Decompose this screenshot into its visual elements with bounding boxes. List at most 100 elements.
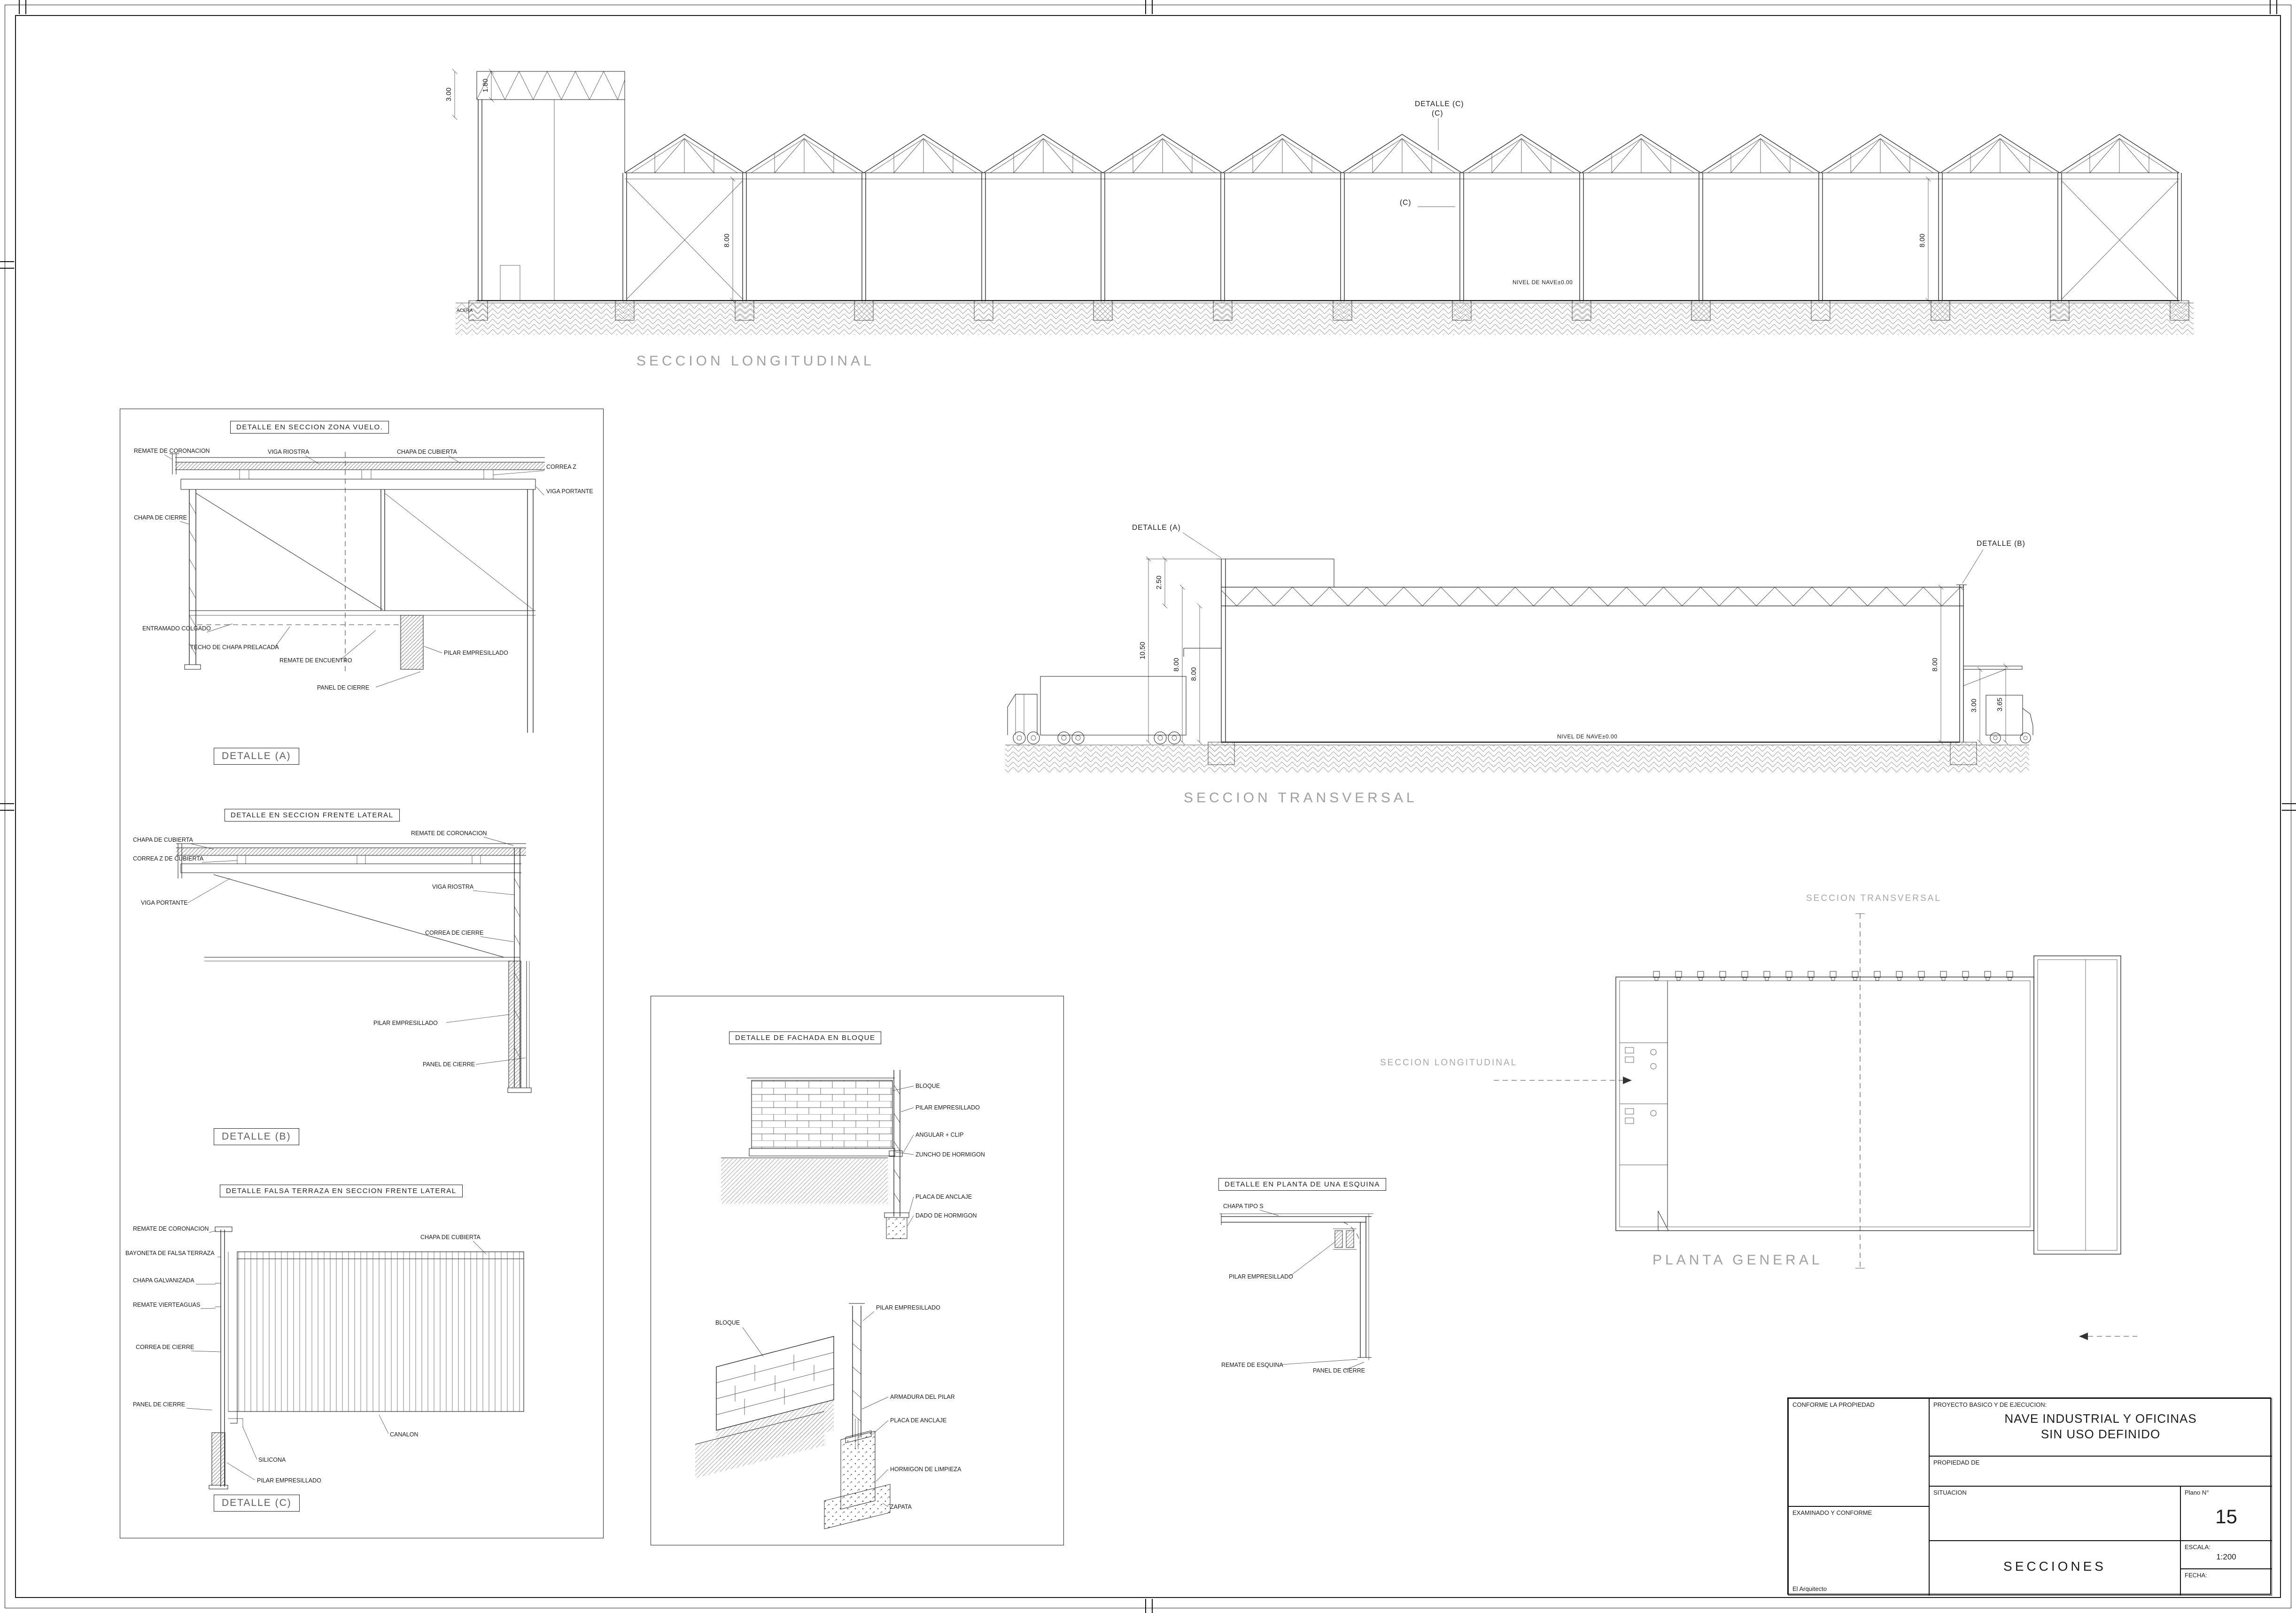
annotation: PLACA DE ANCLAJE	[890, 1417, 946, 1424]
esquina-title: DETALLE EN PLANTA DE UNA ESQUINA	[1218, 1178, 1386, 1191]
annotation: CHAPA DE CIERRE	[134, 514, 187, 521]
titulo-plano: SECCIONES	[2003, 1559, 2106, 1574]
annotation: REMATE DE ENCUENTRO	[279, 657, 352, 664]
annotation: PANEL DE CIERRE	[1313, 1367, 1365, 1374]
annotation: CHAPA DE CUBIERTA	[397, 449, 457, 455]
titleblock-plano-cell: Plano N° 15	[2180, 1486, 2272, 1541]
annotation: PILAR EMPRESILLADO	[444, 650, 508, 656]
callout-detalle-c: DETALLE (C)	[1415, 100, 1464, 108]
sheet-inner-border	[15, 15, 2281, 1598]
annotation: VIGA PORTANTE	[546, 488, 593, 495]
callout-c-side: (C)	[1400, 199, 1412, 207]
planta-general-title: PLANTA GENERAL	[1652, 1252, 1823, 1268]
plan-office-rooms	[1620, 981, 1669, 1231]
dim-label: 3.00	[445, 87, 453, 101]
annotation: PILAR EMPRESILLADO	[257, 1477, 321, 1484]
titleblock-proyecto-cell: PROYECTO BASICO Y DE EJECUCION: NAVE IND…	[1929, 1398, 2272, 1456]
fold-mark	[0, 803, 14, 804]
callout-c-top: (C)	[1432, 109, 1443, 117]
detail-title-c: DETALLE (C)	[214, 1495, 300, 1512]
annotation: DADO DE HORMIGON	[915, 1212, 977, 1219]
detail-b-drawing: CHAPA DE CUBIERTA CORREA Z DE CUBIERTA V…	[133, 830, 532, 1093]
fold-mark	[1152, 1599, 1153, 1613]
fachada-title: DETALLE DE FACHADA EN BLOQUE	[729, 1031, 882, 1044]
detail-a-drawing: REMATE DE CORONACION CHAPA DE CIERRE VIG…	[134, 448, 593, 733]
dim-label: 8.00	[1172, 658, 1180, 671]
details-panel	[120, 409, 604, 1538]
annotation: PILAR EMPRESILLADO	[373, 1020, 438, 1026]
titleblock-fecha-cell: FECHA:	[2180, 1569, 2272, 1596]
fold-mark	[2276, 0, 2277, 14]
dim-label: 8.00	[1190, 667, 1198, 681]
details-panel-drawing: REMATE DE CORONACION CHAPA DE CIERRE VIG…	[125, 448, 593, 1489]
escala-valor: 1:200	[2216, 1552, 2236, 1561]
annotation: VIGA PORTANTE	[141, 900, 188, 906]
titleblock-situacion-cell: SITUACION	[1929, 1486, 2180, 1541]
callouts: DETALLE (A) DETALLE (B)	[1132, 524, 2025, 584]
dim-label: 8.00	[723, 233, 731, 247]
situacion-label: SITUACION	[1933, 1489, 1967, 1496]
annotation: REMATE VIERTEAGUAS	[133, 1302, 200, 1308]
truck-left	[1007, 676, 1187, 744]
entrance-canopy-truss	[476, 71, 625, 301]
fold-mark	[19, 0, 20, 14]
detalle-c-callout: DETALLE (C) (C) (C)	[1400, 100, 1464, 207]
plan-label-longitudinal: SECCION LONGITUDINAL	[1380, 1058, 1518, 1068]
longitudinal-dimensions: 3.00 1.80 8.00 8.00	[445, 69, 1931, 303]
detail-title-a: DETALLE (A)	[214, 748, 299, 765]
annotation: PILAR EMPRESILLADO	[1229, 1273, 1293, 1280]
walls	[1183, 558, 2023, 742]
dim-label: 3.65	[1996, 698, 2004, 711]
detail-title-falsa-terraza: DETALLE FALSA TERRAZA EN SECCION FRENTE …	[220, 1185, 463, 1197]
dim-label: 2.50	[1155, 575, 1163, 589]
annotation: CHAPA DE CUBIERTA	[133, 837, 193, 843]
fold-mark	[2282, 803, 2296, 804]
nave-roof-bays	[624, 134, 2180, 179]
annotation: TECHO DE CHAPA PRELACADA	[190, 644, 279, 651]
fold-mark	[1152, 0, 1153, 14]
annotation: ARMADURA DEL PILAR	[890, 1394, 955, 1400]
sheet-outer-border	[5, 5, 2291, 1608]
dim-label: 8.00	[1931, 658, 1939, 671]
longitudinal-section-drawing: 3.00 1.80 8.00 8.00 DETALLE (C) (C) (C) …	[445, 69, 2194, 335]
plano-numero: 15	[2215, 1505, 2237, 1528]
examinado-label: EXAMINADO Y CONFORME	[1792, 1509, 1872, 1516]
fold-mark	[2270, 0, 2271, 14]
annotation: REMATE DE CORONACION	[134, 448, 210, 454]
transversal-section-drawing: 10.50 2.50 8.00 8.00 8.00 3.00 3.65 DETA…	[1005, 524, 2033, 772]
annotation: CHAPA GALVANIZADA	[133, 1277, 194, 1284]
annotation: PILAR EMPRESILLADO	[876, 1304, 940, 1311]
fold-mark	[1145, 1599, 1146, 1613]
annotation: BAYONETA DE FALSA TERRAZA	[125, 1250, 215, 1256]
detail-c-drawing: REMATE DE CORONACION BAYONETA DE FALSA T…	[125, 1225, 524, 1489]
conforme-label: CONFORME LA PROPIEDAD	[1792, 1401, 1875, 1408]
dim-label: 1.80	[481, 78, 489, 92]
ground-and-footings	[1005, 741, 2029, 772]
annotation: CHAPA DE CUBIERTA	[420, 1234, 481, 1241]
arquitecto-label: El Arquitecto	[1792, 1585, 1827, 1592]
annotation: CORREA DE CIERRE	[425, 930, 483, 936]
detail-title-frente-lateral: DETALLE EN SECCION FRENTE LATERAL	[225, 809, 400, 822]
nave-columns	[622, 172, 2182, 301]
plan-outline	[1615, 955, 2121, 1255]
annotation: ZUNCHO DE HORMIGON	[915, 1151, 985, 1158]
plan-label-transversal: SECCION TRANSVERSAL	[1806, 893, 1941, 903]
esquina-detail-drawing: CHAPA TIPO S PILAR EMPRESILLADO REMATE D…	[1219, 1203, 1373, 1374]
escala-label: ESCALA:	[2185, 1543, 2211, 1551]
annotation: HORMIGON DE LIMPIEZA	[890, 1466, 962, 1473]
annotation: CORREA DE CIERRE	[136, 1344, 194, 1350]
detail-title-zona-vuelo: DETALLE EN SECCION ZONA VUELO.	[230, 421, 389, 434]
acera-label: ACERA	[457, 308, 473, 313]
roof-truss-band	[1221, 587, 1963, 606]
transversal-section-title: SECCION TRANSVERSAL	[1184, 790, 1418, 806]
detail-title-b: DETALLE (B)	[214, 1128, 299, 1145]
plan-columns	[1653, 971, 2013, 981]
annotation: ANGULAR + CLIP	[915, 1132, 963, 1138]
annotation: BLOQUE	[715, 1319, 740, 1326]
nivel-label: NIVEL DE NAVE±0.00	[1557, 733, 1617, 740]
annotation: CANALON	[390, 1431, 418, 1438]
proyecto-nombre-2: SIN USO DEFINIDO	[2040, 1427, 2161, 1441]
annotation: BLOQUE	[915, 1083, 940, 1089]
annotation: PLACA DE ANCLAJE	[915, 1194, 972, 1200]
esquina-linework: CHAPA TIPO S PILAR EMPRESILLADO REMATE D…	[1219, 1203, 1373, 1374]
